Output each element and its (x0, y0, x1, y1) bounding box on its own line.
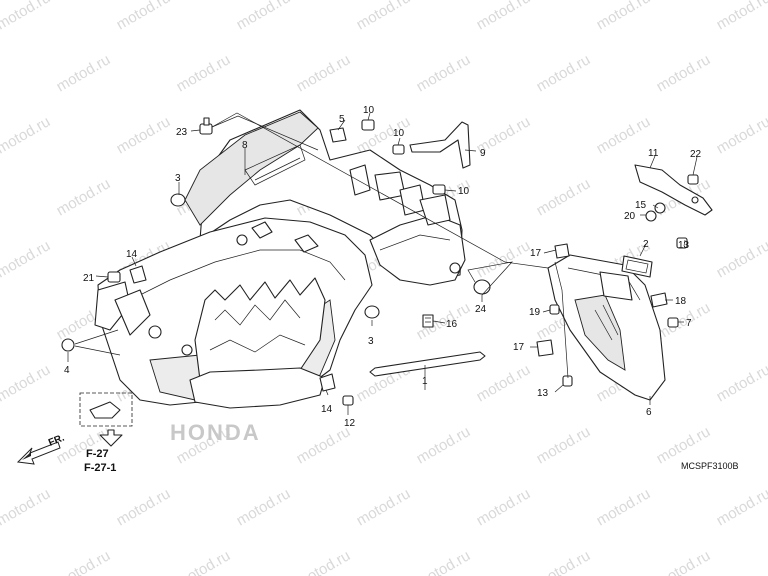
callout-10-c[interactable]: 10 (458, 186, 470, 197)
watermark-text: motod.ru (414, 547, 474, 576)
ref-f27-1[interactable]: F-27-1 (84, 462, 116, 474)
watermark-text: motod.ru (714, 237, 768, 281)
watermark-text: motod.ru (234, 0, 294, 33)
watermark-text: motod.ru (414, 51, 474, 95)
ref-f27[interactable]: F-27 (86, 448, 109, 460)
watermark-text: motod.ru (534, 547, 594, 576)
callout-2[interactable]: 2 (643, 239, 649, 250)
watermark-text: motod.ru (714, 485, 768, 529)
callout-11[interactable]: 11 (648, 148, 659, 159)
callout-17-lower[interactable]: 17 (513, 342, 525, 353)
watermark-text: motod.ru (114, 485, 174, 529)
watermark-text: motod.ru (474, 361, 534, 405)
watermark-text: motod.ru (714, 361, 768, 405)
watermark-text: motod.ru (474, 237, 534, 281)
callout-3-lower[interactable]: 3 (368, 336, 374, 347)
callout-8[interactable]: 8 (242, 140, 248, 151)
fastener-parts (61, 117, 491, 406)
watermark-text: motod.ru (714, 0, 768, 33)
callout-21[interactable]: 21 (83, 273, 95, 284)
watermark-text: motod.ru (654, 51, 714, 95)
watermark-text: motod.ru (474, 485, 534, 529)
watermark-text: motod.ru (54, 51, 114, 95)
diagram-code: MCSPF3100B (681, 461, 739, 471)
watermark-text: motod.ru (594, 485, 654, 529)
callout-4[interactable]: 4 (64, 365, 70, 376)
callout-9[interactable]: 9 (480, 148, 486, 159)
callout-17-upper[interactable]: 17 (530, 248, 542, 259)
watermark-text: motod.ru (294, 51, 354, 95)
watermark-text: motod.ru (714, 113, 768, 157)
watermark-text: motod.ru (294, 423, 354, 467)
callout-1[interactable]: 1 (422, 376, 428, 387)
watermark-text: motod.ru (54, 547, 114, 576)
watermark-text: motod.ru (174, 51, 234, 95)
watermark-text: motod.ru (0, 237, 53, 281)
callout-24[interactable]: 24 (475, 304, 487, 315)
watermark-text: motod.ru (354, 485, 414, 529)
watermark-text: motod.ru (0, 485, 53, 529)
watermark-text: motod.ru (234, 485, 294, 529)
callout-numbers: 1 2 3 3 4 5 6 7 8 9 10 10 10 11 12 13 13… (64, 105, 702, 429)
watermark-text: motod.ru (534, 51, 594, 95)
callout-13-upper[interactable]: 13 (678, 240, 690, 251)
reference-box (79, 392, 133, 447)
watermark-text: motod.ru (0, 0, 53, 33)
watermark-text: motod.ru (54, 423, 114, 467)
rear-fender-assembly: HONDA (94, 109, 466, 445)
watermark-text: motod.ru (594, 0, 654, 33)
front-direction-arrow (16, 441, 61, 465)
watermark-text: motod.ru (654, 547, 714, 576)
callout-10-b[interactable]: 10 (393, 128, 405, 139)
callout-15[interactable]: 15 (635, 200, 647, 211)
callout-18[interactable]: 18 (675, 296, 687, 307)
callout-14-upper[interactable]: 14 (126, 249, 138, 260)
watermark-text: motod.ru (534, 175, 594, 219)
callout-7[interactable]: 7 (686, 318, 692, 329)
watermark-text: motod.ru (474, 0, 534, 33)
callout-12[interactable]: 12 (344, 418, 356, 429)
watermark-text: motod.ru (594, 113, 654, 157)
callout-14-lower[interactable]: 14 (321, 404, 333, 415)
callout-16[interactable]: 16 (446, 319, 458, 330)
honda-emboss: HONDA (170, 420, 261, 445)
watermark-text: motod.ru (354, 0, 414, 33)
callout-3-upper[interactable]: 3 (175, 173, 181, 184)
watermark-text: motod.ru (414, 423, 474, 467)
watermark-text: motod.ru (114, 0, 174, 33)
watermark-text: motod.ru (54, 175, 114, 219)
callout-10-a[interactable]: 10 (363, 105, 375, 116)
watermark-text: motod.ru (174, 547, 234, 576)
callout-6[interactable]: 6 (646, 407, 652, 418)
watermark-text: motod.ru (0, 113, 53, 157)
watermark-text: motod.ru (0, 361, 53, 405)
watermark-text: motod.ru (534, 423, 594, 467)
callout-13-lower[interactable]: 13 (537, 388, 549, 399)
watermark-text: motod.ru (294, 547, 354, 576)
callout-23[interactable]: 23 (176, 127, 188, 138)
callout-20[interactable]: 20 (624, 211, 636, 222)
callout-22[interactable]: 22 (690, 149, 702, 160)
leader-lines (67, 112, 698, 415)
watermark-text: motod.ru (114, 113, 174, 157)
callout-19[interactable]: 19 (529, 307, 541, 318)
callout-5[interactable]: 5 (339, 114, 345, 125)
license-bracket-assembly (536, 164, 713, 401)
